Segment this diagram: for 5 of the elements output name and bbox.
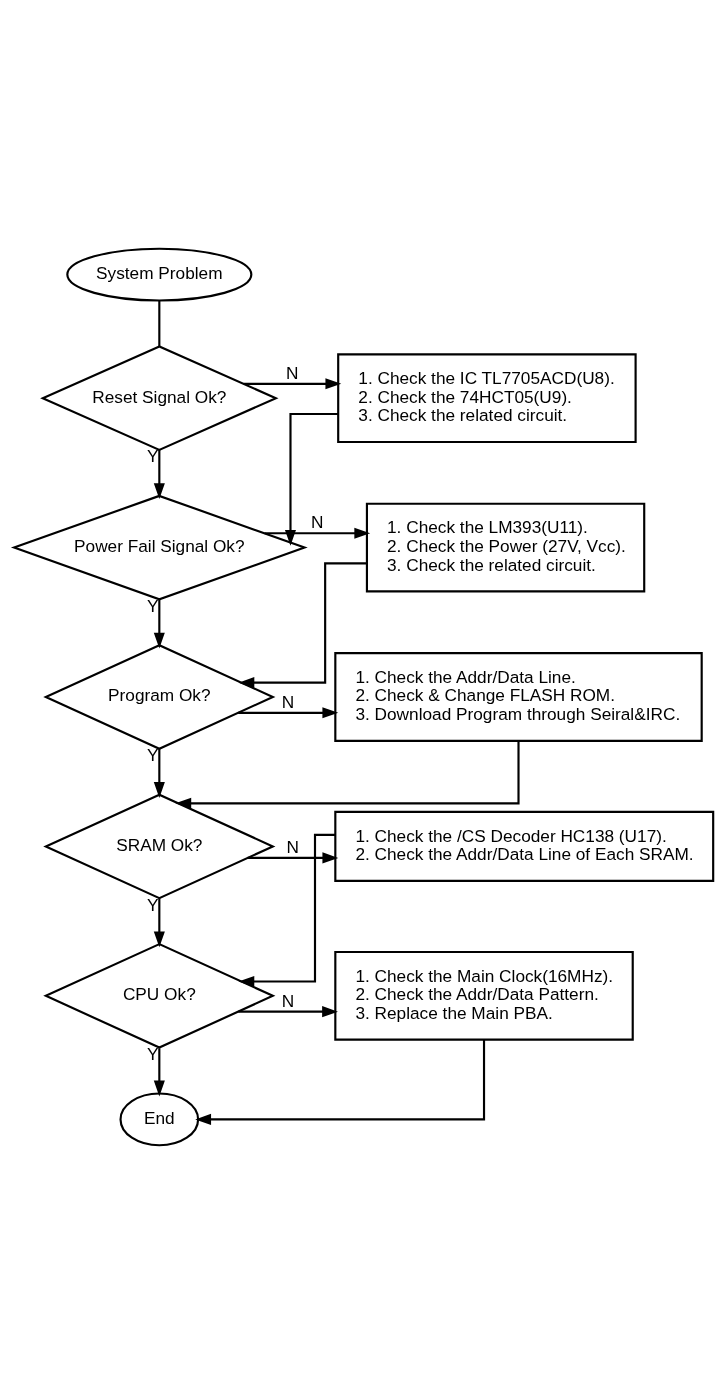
edge-label: N (286, 837, 299, 858)
edge-label: N (286, 362, 299, 383)
edge-label: N (281, 691, 295, 712)
edge-label: N (310, 512, 324, 533)
edge-label: N (281, 990, 295, 1011)
